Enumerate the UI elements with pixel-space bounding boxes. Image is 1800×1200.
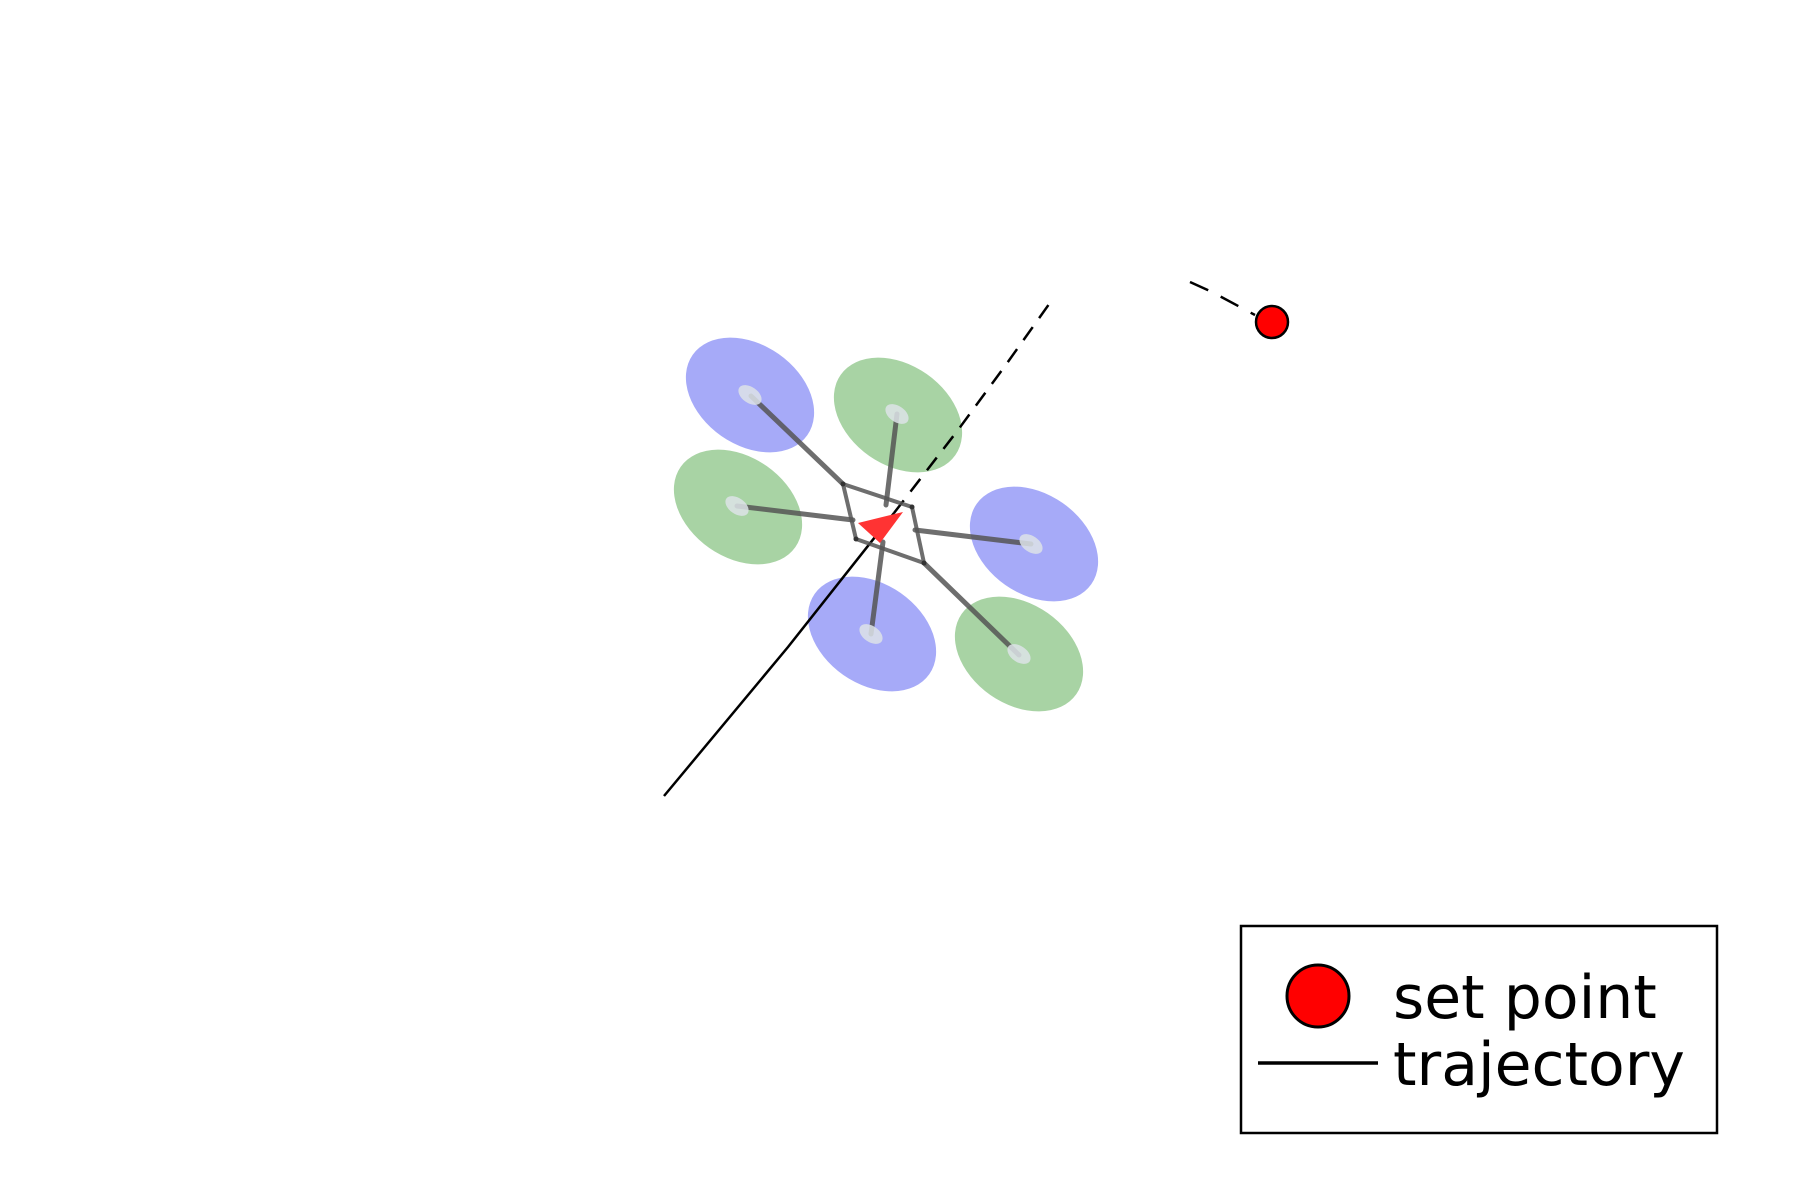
legend-frame [1239, 924, 1719, 1135]
arm-left [734, 503, 856, 523]
legend-set-point-icon [1285, 963, 1351, 1029]
trajectory-planned [893, 299, 1054, 514]
trajectory [663, 280, 1256, 797]
rotor-hub [859, 624, 883, 644]
rotor-hub [1019, 534, 1043, 554]
rotor-hub [885, 404, 909, 424]
set-point-marker [1254, 304, 1290, 340]
arm-front-left [748, 393, 846, 487]
legend-label-trajectory: trajectory [1393, 1030, 1685, 1100]
arm-rear-right [921, 560, 1022, 658]
trajectory-past [663, 512, 895, 797]
frame-joint [840, 481, 846, 487]
legend-label-set-point: set point [1393, 963, 1657, 1033]
rotor-hub [738, 385, 762, 405]
trajectory-approach [1189, 280, 1256, 317]
legend: set point trajectory [1239, 924, 1719, 1135]
rotor-hub [1007, 644, 1031, 664]
arm-right [912, 527, 1034, 547]
frame-joint [853, 536, 859, 542]
heading-triangle-icon [858, 512, 903, 543]
frame-joint [909, 504, 915, 510]
rotor-hub [725, 496, 749, 516]
frame-joint [921, 560, 927, 566]
arm-rear [868, 539, 886, 637]
drone [734, 393, 1034, 658]
arm-front [883, 411, 900, 508]
rotor-hubs [725, 385, 1043, 664]
